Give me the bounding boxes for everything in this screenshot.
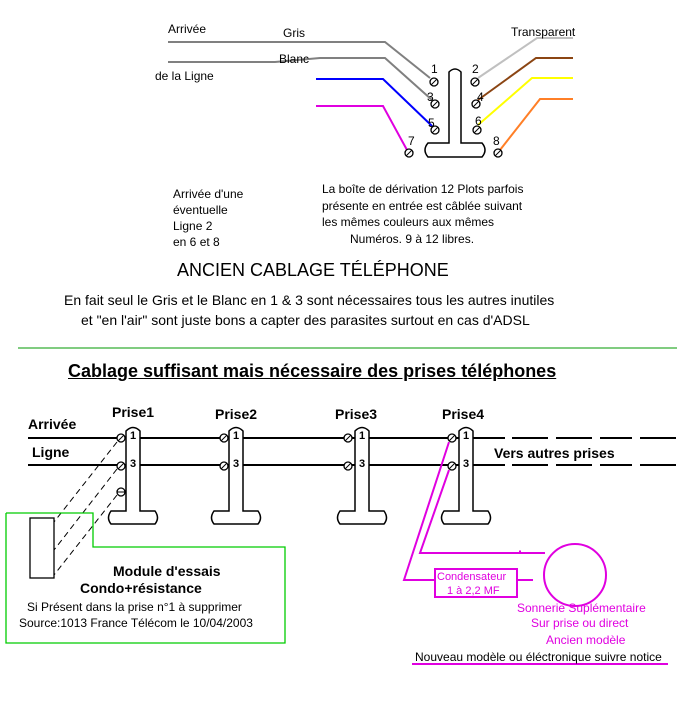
sonnerie-line-3: Ancien modèle bbox=[546, 633, 626, 647]
socket-2 bbox=[210, 426, 262, 525]
wire-blanc bbox=[168, 57, 433, 101]
transparent-label: Transparent bbox=[511, 25, 576, 39]
ligne-line-label: Ligne bbox=[32, 444, 70, 460]
prise-4-label: Prise4 bbox=[442, 406, 485, 422]
prise-3-label: Prise3 bbox=[335, 406, 378, 422]
pin-3-prise2: 3 bbox=[233, 458, 240, 470]
prise-2-label: Prise2 bbox=[215, 406, 258, 422]
condensateur-label: Condensateur bbox=[437, 571, 507, 583]
prise-1-label: Prise1 bbox=[112, 404, 155, 420]
wire-magenta bbox=[316, 105, 408, 151]
module-title-1: Module d'essais bbox=[113, 563, 221, 579]
sonnerie-line-2: Sur prise ou direct bbox=[531, 616, 629, 630]
socket-3 bbox=[336, 426, 388, 525]
pin-3-prise1: 3 bbox=[130, 458, 137, 470]
plot-1-label: 1 bbox=[431, 62, 438, 76]
test-module-box bbox=[29, 517, 55, 579]
plot-3-label: 3 bbox=[427, 90, 434, 104]
plot-5-label: 5 bbox=[428, 116, 435, 130]
wire-yellow bbox=[477, 77, 573, 126]
condensateur-box bbox=[434, 568, 518, 598]
plot-7-label: 7 bbox=[408, 134, 415, 148]
wire-transparent bbox=[477, 37, 573, 79]
old-wires bbox=[168, 37, 573, 151]
sockets bbox=[107, 426, 492, 525]
wire-blue bbox=[316, 78, 433, 127]
module-frame bbox=[5, 512, 286, 644]
pin-3-prise4: 3 bbox=[463, 458, 470, 470]
new-cabling-title: Cablage suffisant mais nécessaire des pr… bbox=[68, 361, 557, 381]
wire-gris bbox=[168, 41, 431, 79]
socket-1 bbox=[107, 426, 159, 525]
pin-1-prise3: 1 bbox=[359, 430, 366, 442]
module-title-2: Condo+résistance bbox=[80, 580, 202, 596]
note-boite: La boîte de dérivation 12 Plots parfois … bbox=[322, 182, 524, 246]
note-ligne2: Arrivée d'une éventuelle Ligne 2 en 6 et… bbox=[173, 187, 244, 249]
pin-1-prise4: 1 bbox=[463, 430, 470, 442]
vers-autres-prises-label: Vers autres prises bbox=[494, 445, 615, 461]
dashed-continuation bbox=[512, 437, 676, 466]
module-dashed-wires bbox=[53, 441, 118, 576]
sonnerie-line-1: Sonnerie Suplémentaire bbox=[517, 601, 646, 615]
sonnerie-bell-icon bbox=[543, 543, 607, 607]
gris-label: Gris bbox=[283, 26, 305, 40]
arrivee-line-label: Arrivée bbox=[28, 416, 77, 432]
module-line-1: Si Présent dans la prise n°1 à supprimer bbox=[27, 600, 242, 614]
info-line-1: En fait seul le Gris et le Blanc en 1 & … bbox=[64, 292, 555, 308]
plot-2-label: 2 bbox=[472, 62, 479, 76]
line-wires bbox=[28, 437, 505, 466]
info-line-2: et "en l'air" sont juste bons a capter d… bbox=[81, 312, 530, 328]
condensateur-value: 1 à 2,2 MF bbox=[447, 585, 500, 597]
plot-6-label: 6 bbox=[475, 114, 482, 128]
pin-3-prise3: 3 bbox=[359, 458, 366, 470]
wire-brown bbox=[477, 57, 573, 101]
plot-8-label: 8 bbox=[493, 134, 500, 148]
ringer-wiring bbox=[402, 441, 599, 581]
de-la-ligne-label: de la Ligne bbox=[155, 69, 214, 83]
wire-orange bbox=[499, 98, 573, 151]
module-line-2: Source:1013 France Télécom le 10/04/2003 bbox=[19, 616, 253, 630]
arrivee-label: Arrivée bbox=[168, 22, 207, 36]
blanc-label: Blanc bbox=[279, 52, 310, 66]
socket-4 bbox=[440, 426, 492, 525]
old-socket-body bbox=[424, 68, 486, 158]
pin-1-prise2: 1 bbox=[233, 430, 240, 442]
pin-1-prise1: 1 bbox=[130, 430, 137, 442]
old-cabling-title: ANCIEN CABLAGE TÉLÉPHONE bbox=[177, 260, 449, 280]
plot-4-label: 4 bbox=[477, 90, 484, 104]
notice-label: Nouveau modèle ou éléctronique suivre no… bbox=[415, 650, 662, 664]
